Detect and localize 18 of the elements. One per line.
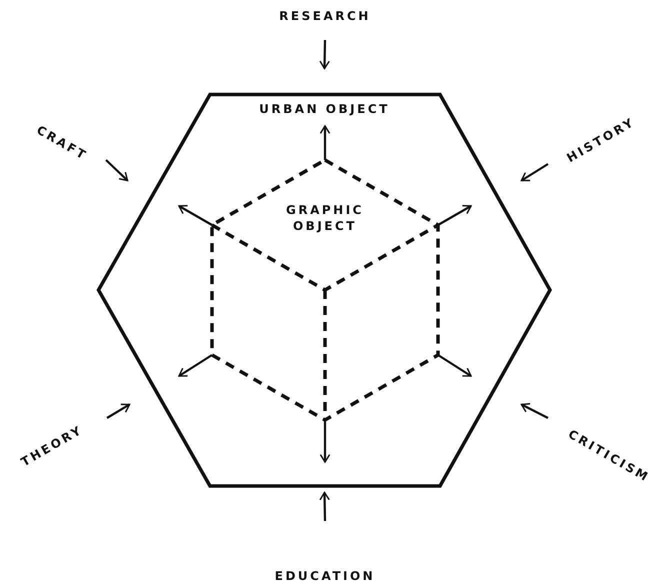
- dashed-cube: [212, 160, 438, 420]
- arrow: [105, 159, 128, 182]
- arrow: [437, 204, 472, 226]
- arrow: [178, 354, 213, 377]
- arrow: [437, 354, 472, 377]
- arrow: [320, 125, 330, 160]
- arrow: [319, 492, 330, 522]
- hexagon-frame: [97, 93, 552, 488]
- node-label: RESEARCH: [279, 8, 371, 24]
- node-label: GRAPHIC OBJECT: [285, 202, 365, 234]
- node-label: EDUCATION: [274, 568, 376, 584]
- arrow: [319, 40, 330, 70]
- arrow: [520, 163, 549, 182]
- arrow: [178, 204, 213, 226]
- arrow: [320, 420, 330, 463]
- arrow: [520, 403, 548, 419]
- node-label: URBAN OBJECT: [258, 101, 391, 118]
- arrow: [106, 404, 130, 419]
